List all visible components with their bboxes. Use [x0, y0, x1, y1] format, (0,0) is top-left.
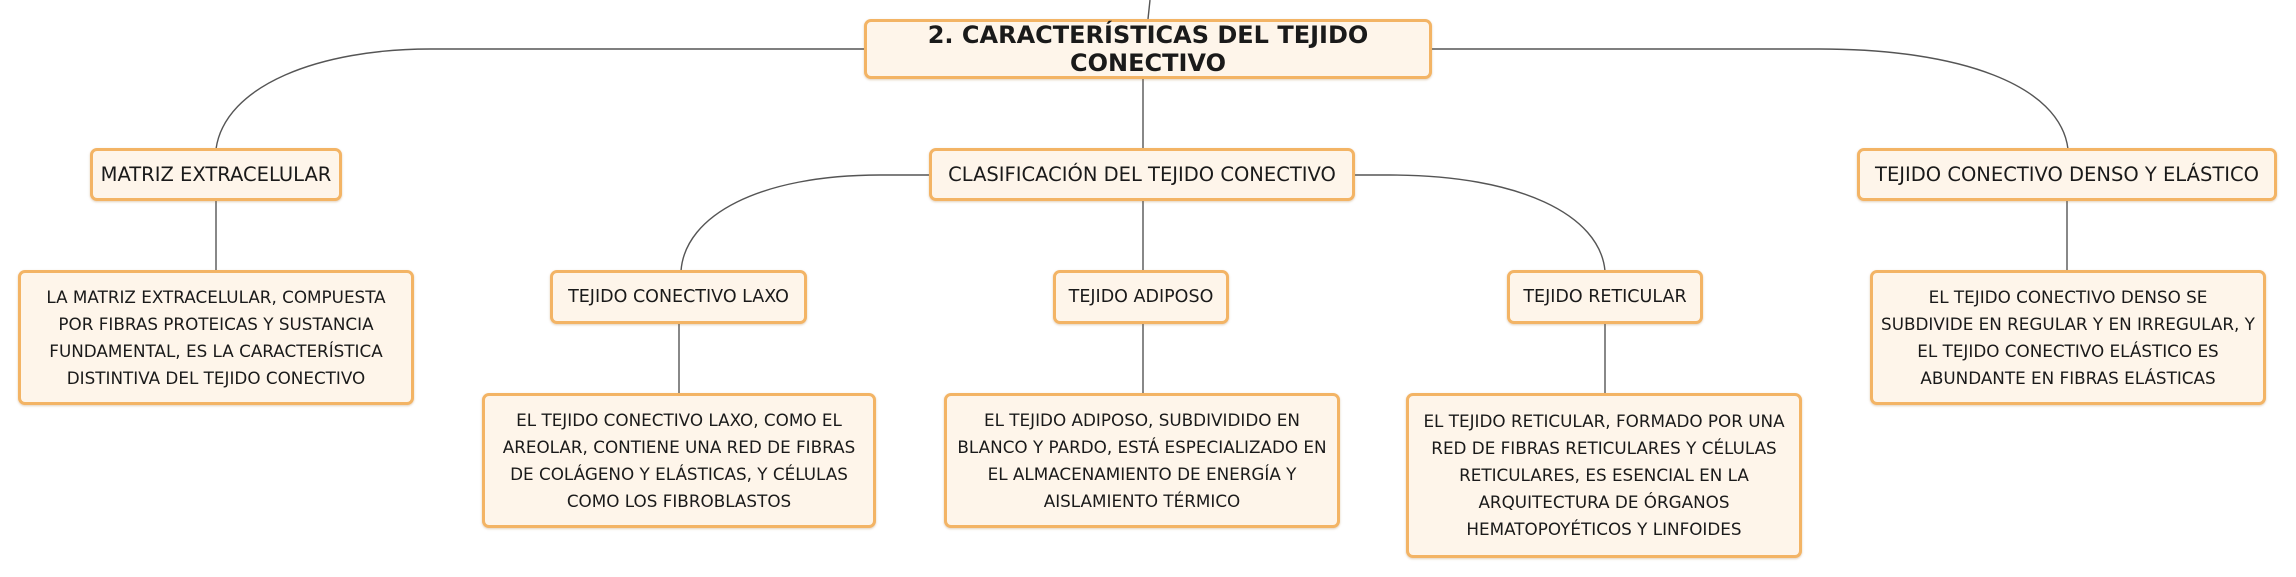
tejido-reticular-node[interactable]: TEJIDO RETICULAR — [1507, 270, 1703, 324]
tejido-reticular-description-node[interactable]: EL TEJIDO RETICULAR, FORMADO POR UNA RED… — [1406, 393, 1802, 558]
root-topic-label: 2. CARACTERÍSTICAS DEL TEJIDO CONECTIVO — [927, 21, 1369, 77]
connector-parent-to-root — [1147, 0, 1151, 20]
tejido-reticular-description: EL TEJIDO RETICULAR, FORMADO POR UNA RED… — [1423, 411, 1785, 539]
denso-elastico-label: TEJIDO CONECTIVO DENSO Y ELÁSTICO — [1875, 163, 2259, 186]
clasificacion-node[interactable]: CLASIFICACIÓN DEL TEJIDO CONECTIVO — [929, 148, 1355, 201]
denso-elastico-description-node[interactable]: EL TEJIDO CONECTIVO DENSO SE SUBDIVIDE E… — [1870, 270, 2266, 405]
denso-elastico-node[interactable]: TEJIDO CONECTIVO DENSO Y ELÁSTICO — [1857, 148, 2277, 201]
matriz-extracelular-label: MATRIZ EXTRACELULAR — [100, 163, 332, 186]
matriz-extracelular-node[interactable]: MATRIZ EXTRACELULAR — [90, 148, 342, 201]
connector-root-to-denso — [1430, 48, 2069, 150]
tejido-adiposo-label: TEJIDO ADIPOSO — [1068, 287, 1214, 307]
tejido-laxo-description-node[interactable]: EL TEJIDO CONECTIVO LAXO, COMO EL AREOLA… — [482, 393, 876, 528]
tejido-laxo-node[interactable]: TEJIDO CONECTIVO LAXO — [550, 270, 807, 324]
clasificacion-label: CLASIFICACIÓN DEL TEJIDO CONECTIVO — [948, 163, 1336, 186]
connector-clasificacion-to-reticular — [1353, 174, 1606, 272]
tejido-laxo-description: EL TEJIDO CONECTIVO LAXO, COMO EL AREOLA… — [502, 409, 856, 511]
matriz-extracelular-description-node[interactable]: LA MATRIZ EXTRACELULAR, COMPUESTA POR FI… — [18, 270, 414, 405]
connector-root-to-matriz — [215, 48, 866, 150]
tejido-laxo-label: TEJIDO CONECTIVO LAXO — [568, 287, 789, 307]
root-topic-node[interactable]: 2. CARACTERÍSTICAS DEL TEJIDO CONECTIVO — [864, 19, 1432, 79]
connector-clasificacion-to-laxo — [680, 174, 930, 272]
tejido-adiposo-node[interactable]: TEJIDO ADIPOSO — [1053, 270, 1229, 324]
tejido-reticular-label: TEJIDO RETICULAR — [1523, 287, 1687, 307]
tejido-adiposo-description: EL TEJIDO ADIPOSO, SUBDIVIDIDO EN BLANCO… — [957, 409, 1327, 511]
tejido-adiposo-description-node[interactable]: EL TEJIDO ADIPOSO, SUBDIVIDIDO EN BLANCO… — [944, 393, 1340, 528]
matriz-extracelular-description: LA MATRIZ EXTRACELULAR, COMPUESTA POR FI… — [46, 286, 386, 388]
denso-elastico-description: EL TEJIDO CONECTIVO DENSO SE SUBDIVIDE E… — [1881, 286, 2255, 388]
